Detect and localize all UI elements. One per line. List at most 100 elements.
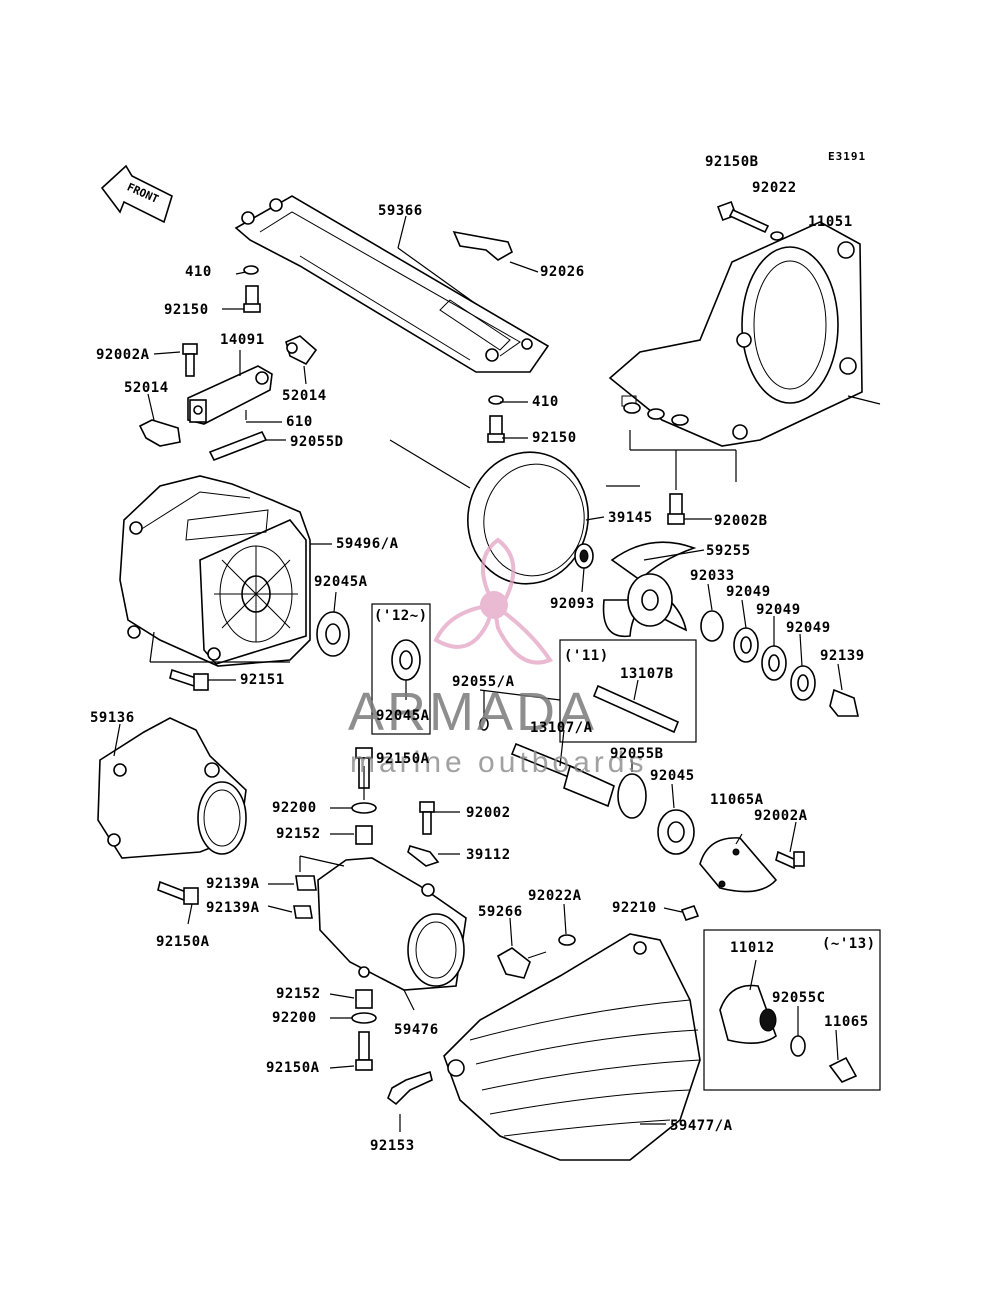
label-92055B: 92055B bbox=[610, 746, 664, 762]
washer-92200-a bbox=[351, 802, 377, 814]
liner-39145 bbox=[467, 451, 589, 585]
pump-case-59496 bbox=[119, 475, 311, 667]
label-92033: 92033 bbox=[690, 568, 735, 584]
label-92200-b: 92200 bbox=[272, 1010, 317, 1026]
front-arrow-icon: FRONT bbox=[100, 164, 173, 224]
propeller-blade-icon-1 bbox=[480, 537, 516, 608]
washer-92022A bbox=[558, 934, 576, 946]
label-52014-b: 52014 bbox=[282, 388, 327, 404]
bolt-92150A-left bbox=[157, 880, 199, 905]
label-13107A: 13107/A bbox=[530, 720, 593, 736]
label-92055C: 92055C bbox=[772, 990, 826, 1006]
bolt-92150-b bbox=[487, 415, 505, 443]
impeller-59255 bbox=[602, 541, 697, 638]
label-59477A: 59477/A bbox=[670, 1118, 733, 1134]
lever-39112 bbox=[407, 845, 440, 867]
part-labels: 92150B 92022 11051 59366 92026 410 92150… bbox=[90, 154, 875, 1154]
label-92049-a: 92049 bbox=[726, 584, 771, 600]
bolt-92151 bbox=[169, 668, 209, 691]
diagram-id: E3191 bbox=[828, 150, 866, 163]
label-11012: 11012 bbox=[730, 940, 775, 956]
label-11051: 11051 bbox=[808, 214, 853, 230]
label-92200-a: 92200 bbox=[272, 800, 317, 816]
seal-92049-a bbox=[733, 627, 759, 663]
bushing-92139 bbox=[829, 688, 859, 717]
oring-92055D bbox=[208, 430, 268, 462]
label-92150B: 92150B bbox=[705, 154, 759, 170]
label-12-note: ('12~) bbox=[374, 608, 428, 624]
oring-92055B bbox=[617, 773, 647, 819]
bolt-92150-a bbox=[243, 285, 261, 313]
label-92150A-b: 92150A bbox=[156, 934, 210, 950]
label-92150A-a: 92150A bbox=[376, 751, 430, 767]
watermark-tagline: marine outboards bbox=[350, 746, 647, 779]
clip-92026 bbox=[452, 230, 514, 261]
label-92002B: 92002B bbox=[714, 513, 768, 529]
shaft-13107A bbox=[510, 742, 615, 808]
seal-92049-b bbox=[761, 645, 787, 681]
label-92152-a: 92152 bbox=[276, 826, 321, 842]
label-92002A-a: 92002A bbox=[96, 347, 150, 363]
box-11-note bbox=[559, 639, 697, 743]
label-59476: 59476 bbox=[394, 1022, 439, 1038]
label-13107B: 13107B bbox=[620, 666, 674, 682]
label-92002: 92002 bbox=[466, 805, 511, 821]
label-92022-top: 92022 bbox=[752, 180, 797, 196]
label-92150-a: 92150 bbox=[164, 302, 209, 318]
fitting-52014-left bbox=[138, 419, 181, 447]
bolt-92002A-right bbox=[775, 850, 805, 870]
bushing-92139A-b bbox=[293, 905, 313, 919]
label-59366: 59366 bbox=[378, 203, 423, 219]
collar-92152-b bbox=[355, 989, 373, 1009]
reverse-bucket-59477A bbox=[443, 933, 701, 1161]
label-92150-b: 92150 bbox=[532, 430, 577, 446]
steering-nozzle-59476 bbox=[317, 857, 467, 991]
label-92093: 92093 bbox=[550, 596, 595, 612]
bolt-92002B bbox=[667, 493, 685, 525]
bolt-92150A-bottom bbox=[355, 1031, 373, 1071]
washer-92200-b bbox=[351, 1012, 377, 1024]
propeller-blade-icon-3 bbox=[491, 600, 554, 665]
label-410-a: 410 bbox=[185, 264, 212, 280]
label-11065A: 11065A bbox=[710, 792, 764, 808]
nozzle-59136 bbox=[97, 717, 247, 859]
bolt-92150B bbox=[717, 201, 770, 234]
label-92152-b: 92152 bbox=[276, 986, 321, 1002]
label-92049-b: 92049 bbox=[756, 602, 801, 618]
label-92210: 92210 bbox=[612, 900, 657, 916]
label-92022A: 92022A bbox=[528, 888, 582, 904]
leader-lines bbox=[113, 215, 881, 1132]
label-59496A: 59496/A bbox=[336, 536, 399, 552]
stud-59266 bbox=[496, 947, 547, 979]
fitting-92210 bbox=[680, 905, 700, 921]
label-410-b: 410 bbox=[532, 394, 559, 410]
label-59266: 59266 bbox=[478, 904, 523, 920]
label-92045: 92045 bbox=[650, 768, 695, 784]
seal-92049-c bbox=[790, 665, 816, 701]
box-13-note bbox=[703, 929, 881, 1091]
ride-plate-bracket bbox=[608, 221, 863, 447]
label-14091: 14091 bbox=[220, 332, 265, 348]
washer-92022 bbox=[770, 231, 784, 241]
label-92026: 92026 bbox=[540, 264, 585, 280]
armada-logo bbox=[433, 537, 554, 665]
bolt-92002 bbox=[419, 801, 435, 835]
bearing-92045A-a bbox=[316, 611, 350, 657]
label-92150A-c: 92150A bbox=[266, 1060, 320, 1076]
bolt-92002A-top bbox=[182, 343, 198, 377]
bolt-92153 bbox=[387, 1070, 433, 1106]
fitting-52014-right bbox=[285, 335, 318, 366]
label-92049-c: 92049 bbox=[786, 620, 831, 636]
label-11-note: ('11) bbox=[564, 648, 609, 664]
box-12-note bbox=[371, 603, 431, 735]
label-92153: 92153 bbox=[370, 1138, 415, 1154]
bearing-92045 bbox=[657, 809, 695, 855]
label-610: 610 bbox=[286, 414, 313, 430]
label-92139: 92139 bbox=[820, 648, 865, 664]
cap-11065A bbox=[699, 837, 778, 893]
label-92139A-a: 92139A bbox=[206, 876, 260, 892]
propeller-blade-icon-2 bbox=[433, 602, 497, 649]
label-92151: 92151 bbox=[240, 672, 285, 688]
